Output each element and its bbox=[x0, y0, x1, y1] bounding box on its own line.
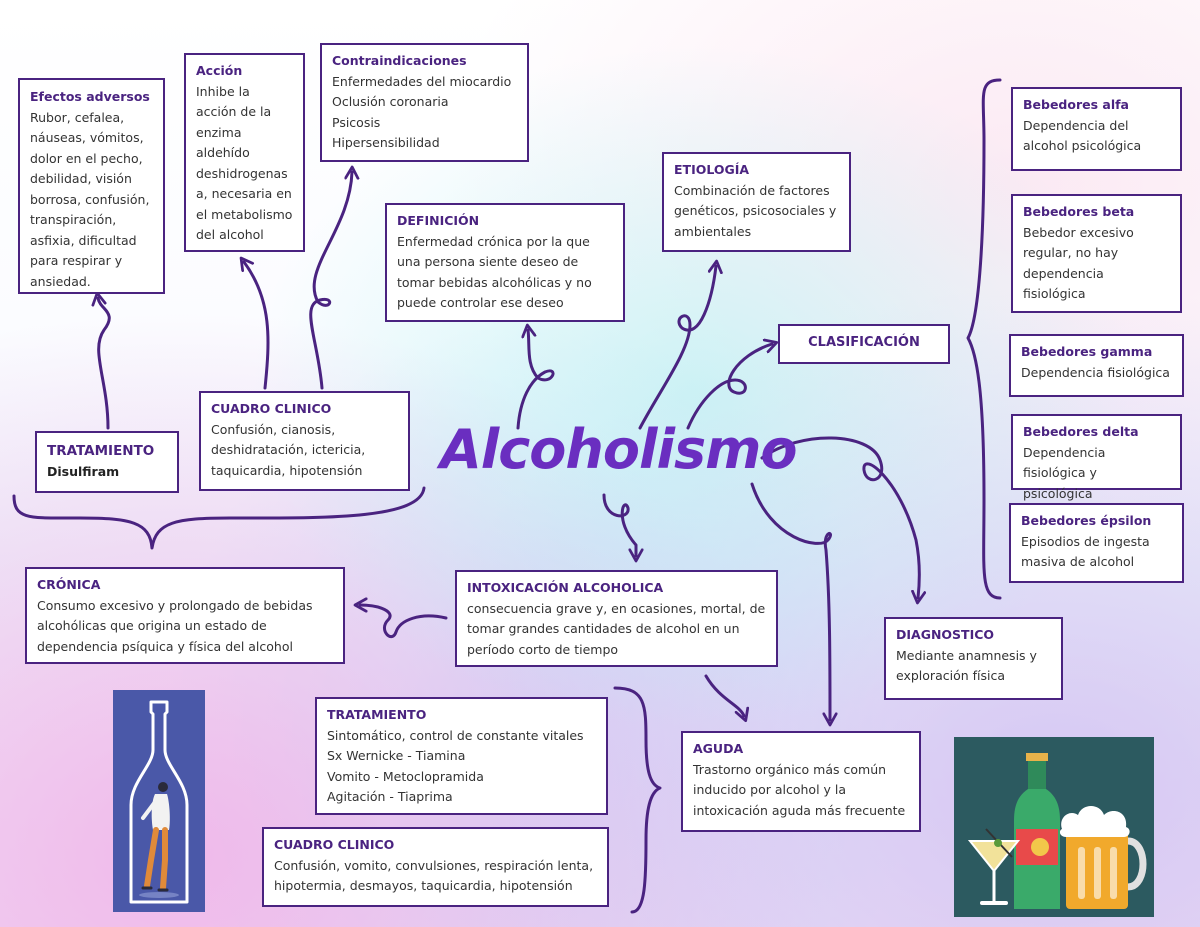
tratamiento-2-title: TRATAMIENTO bbox=[327, 707, 427, 722]
tratamiento-box-1: TRATAMIENTO Disulfiram bbox=[35, 431, 179, 493]
definicion-text: Enfermedad crónica por la que una person… bbox=[397, 233, 592, 311]
clasificacion-box: CLASIFICACIÓN bbox=[778, 324, 950, 364]
definicion-box: DEFINICIÓN Enfermedad crónica por la que… bbox=[385, 203, 625, 322]
etiologia-title: ETIOLOGÍA bbox=[674, 162, 750, 177]
arrow-title-intoxicacion bbox=[602, 493, 636, 556]
intoxicacion-title: INTOXICACIÓN ALCOHOLICA bbox=[467, 580, 664, 595]
clasificacion-title: CLASIFICACIÓN bbox=[808, 335, 920, 350]
bebedores-delta-title: Bebedores delta bbox=[1023, 424, 1139, 439]
bebedores-epsilon-box: Bebedores épsilon Episodios de ingesta m… bbox=[1009, 503, 1184, 583]
arrow-tratamiento-efectos bbox=[98, 298, 111, 430]
accion-text: Inhibe la acción de la enzima aldehído d… bbox=[196, 83, 293, 243]
diagnostico-title: DIAGNOSTICO bbox=[896, 627, 995, 642]
arrow-title-aguda bbox=[750, 482, 831, 720]
cuadro-clinico-1-text: Confusión, cianosis, deshidratación, ict… bbox=[211, 421, 366, 478]
intoxicacion-text: consecuencia grave y, en ocasiones, mort… bbox=[467, 600, 766, 657]
definicion-title: DEFINICIÓN bbox=[397, 213, 480, 228]
accion-box: Acción Inhibe la acción de la enzima ald… bbox=[184, 53, 305, 252]
bebedores-gamma-text: Dependencia fisiológica bbox=[1021, 364, 1170, 380]
diagnostico-box: DIAGNOSTICO Mediante anamnesis y explora… bbox=[884, 617, 1063, 700]
bebedores-beta-title: Bebedores beta bbox=[1023, 204, 1135, 219]
main-title: Alcoholismo bbox=[440, 418, 797, 481]
drinks-illustration bbox=[954, 737, 1154, 917]
left-brace bbox=[12, 486, 426, 550]
bebedores-delta-box: Bebedores delta Dependencia fisiológica … bbox=[1011, 414, 1182, 501]
cuadro-clinico-box-2: CUADRO CLINICO Confusión, vomito, convul… bbox=[262, 827, 609, 907]
bottle-person-illustration bbox=[113, 690, 205, 912]
tratamiento-2-text: Sintomático, control de constante vitale… bbox=[327, 727, 584, 805]
bebedores-alfa-text: Dependencia del alcohol psicológica bbox=[1023, 117, 1142, 154]
aguda-title: AGUDA bbox=[693, 741, 744, 756]
bebedores-beta-box: Bebedores beta Bebedor excesivo regular,… bbox=[1011, 194, 1182, 313]
arrow-title-etiologia bbox=[638, 266, 716, 430]
bebedores-alfa-box: Bebedores alfa Dependencia del alcohol p… bbox=[1011, 87, 1182, 171]
arrow-cuadro-accion bbox=[244, 262, 270, 390]
aguda-box: AGUDA Trastorno orgánico más común induc… bbox=[681, 731, 921, 832]
efectos-adversos-box: Efectos adversos Rubor, cefalea, náuseas… bbox=[18, 78, 165, 294]
bebedores-gamma-title: Bebedores gamma bbox=[1021, 344, 1153, 359]
bebedores-beta-text: Bebedor excesivo regular, no hay depende… bbox=[1023, 224, 1134, 302]
tratamiento-1-title: TRATAMIENTO bbox=[47, 443, 155, 459]
bebedores-epsilon-title: Bebedores épsilon bbox=[1021, 513, 1152, 528]
bebedores-delta-text: Dependencia fisiológica y psicológica bbox=[1023, 444, 1106, 501]
contraindicaciones-text: Enfermedades del miocardio Oclusión coro… bbox=[332, 73, 512, 151]
efectos-adversos-title: Efectos adversos bbox=[30, 89, 150, 104]
cronica-box: CRÓNICA Consumo excesivo y prolongado de… bbox=[25, 567, 345, 664]
arrow-title-clasificacion bbox=[686, 344, 772, 430]
arrow-intox-cronica bbox=[360, 605, 448, 639]
cronica-title: CRÓNICA bbox=[37, 577, 101, 592]
bebedores-alfa-title: Bebedores alfa bbox=[1023, 97, 1129, 112]
diagnostico-text: Mediante anamnesis y exploración física bbox=[896, 647, 1037, 684]
arrow-title-diagnostico bbox=[760, 436, 919, 598]
bebedores-gamma-box: Bebedores gamma Dependencia fisiológica bbox=[1009, 334, 1184, 397]
cuadro-clinico-2-text: Confusión, vomito, convulsiones, respira… bbox=[274, 857, 594, 894]
cuadro-clinico-box-1: CUADRO CLINICO Confusión, cianosis, desh… bbox=[199, 391, 410, 491]
bebedores-epsilon-text: Episodios de ingesta masiva de alcohol bbox=[1021, 533, 1150, 570]
middle-brace bbox=[613, 686, 662, 914]
aguda-text: Trastorno orgánico más común inducido po… bbox=[693, 761, 906, 818]
etiologia-box: ETIOLOGÍA Combinación de factores genéti… bbox=[662, 152, 851, 252]
cuadro-clinico-1-title: CUADRO CLINICO bbox=[211, 401, 332, 416]
tratamiento-box-2: TRATAMIENTO Sintomático, control de cons… bbox=[315, 697, 608, 815]
cronica-text: Consumo excesivo y prolongado de bebidas… bbox=[37, 597, 313, 654]
accion-title: Acción bbox=[196, 63, 243, 78]
etiologia-text: Combinación de factores genéticos, psico… bbox=[674, 182, 837, 239]
contraindicaciones-box: Contraindicaciones Enfermedades del mioc… bbox=[320, 43, 529, 162]
intoxicacion-box: INTOXICACIÓN ALCOHOLICA consecuencia gra… bbox=[455, 570, 778, 667]
contraindicaciones-title: Contraindicaciones bbox=[332, 53, 467, 68]
arrow-intox-aguda bbox=[704, 674, 744, 716]
cuadro-clinico-2-title: CUADRO CLINICO bbox=[274, 837, 395, 852]
arrow-title-definicion bbox=[516, 330, 555, 430]
arrow-cuadro-contra bbox=[309, 172, 352, 390]
efectos-adversos-text: Rubor, cefalea, náuseas, vómitos, dolor … bbox=[30, 109, 150, 289]
tratamiento-1-text: Disulfiram bbox=[47, 463, 120, 479]
right-brace bbox=[966, 78, 1002, 600]
